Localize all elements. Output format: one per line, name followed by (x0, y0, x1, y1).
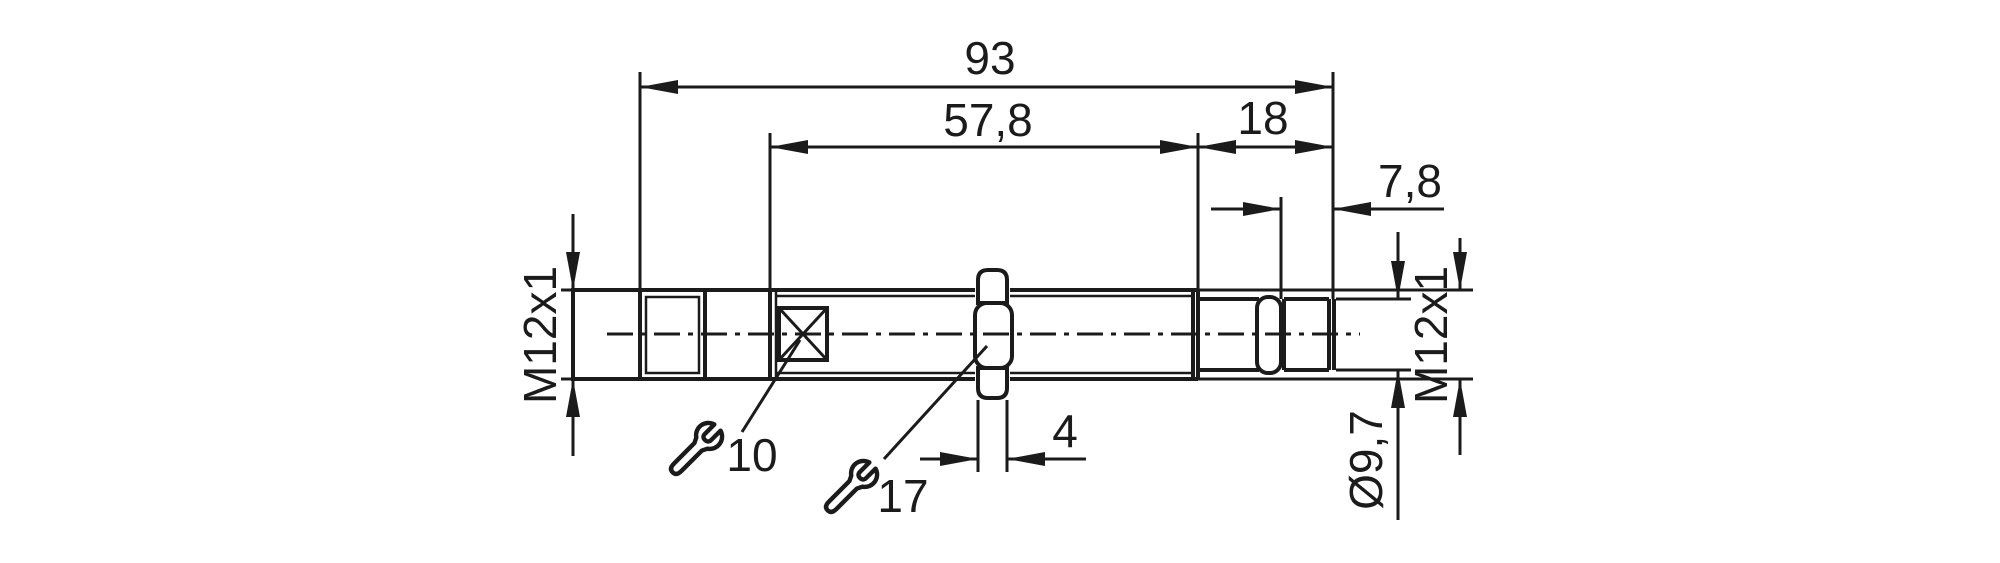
dim-front-thread-label: M12x1 (514, 266, 566, 404)
arrowhead (640, 80, 678, 94)
dim-overall-length: 93 (638, 32, 1335, 299)
dim-overall-length-label: 93 (964, 32, 1015, 84)
arrowhead (940, 452, 978, 466)
wrench-glyph (668, 420, 725, 477)
dim-rear-length: 18 (1196, 92, 1333, 290)
arrowhead (1295, 140, 1333, 154)
wrench-icon (668, 420, 725, 477)
dim-connector-diameter: Ø9,7 (1336, 232, 1411, 520)
wrench-icon (823, 458, 880, 515)
dim-front-thread: M12x1 (514, 214, 601, 456)
hex-nut-bottom-facet (976, 366, 1009, 400)
arrowhead (566, 252, 580, 290)
dim-barrel-length: 57,8 (768, 94, 1198, 290)
wrench-size-10: 10 (668, 339, 802, 481)
dim-barrel-length-label: 57,8 (943, 94, 1033, 146)
dim-nut-width: 4 (920, 400, 1086, 472)
arrowhead (1243, 202, 1281, 216)
arrowhead (1160, 140, 1198, 154)
dim-nut-width-label: 4 (1052, 405, 1078, 457)
arrowhead (1198, 140, 1236, 154)
wrench-size-17-label: 17 (877, 470, 928, 522)
dim-connector-diameter-label: Ø9,7 (1340, 410, 1392, 510)
arrowhead (770, 140, 808, 154)
arrowhead (1007, 452, 1045, 466)
dim-rear-thread-label: M12x1 (1405, 266, 1457, 404)
hex-nut-top-facet (976, 268, 1009, 305)
arrowhead (1391, 370, 1405, 408)
arrowhead (1391, 261, 1405, 299)
arrowhead (1295, 80, 1333, 94)
dim-rear-thread: M12x1 (1197, 238, 1473, 455)
dim-rear-thread-length-label: 7,8 (1378, 155, 1442, 207)
wrench-glyph (823, 458, 880, 515)
leader-line (740, 339, 802, 433)
led-square (777, 306, 829, 362)
leader-line (882, 344, 989, 461)
wrench-size-10-label: 10 (726, 429, 777, 481)
arrowhead (1453, 252, 1467, 290)
dim-rear-thread-length: 7,8 (1211, 155, 1444, 299)
arrowhead (566, 379, 580, 417)
arrowhead (1453, 379, 1467, 417)
wrench-size-17: 17 (823, 344, 989, 522)
arrowhead (1333, 202, 1371, 216)
sensor-body (571, 268, 1336, 400)
dim-rear-length-label: 18 (1237, 92, 1288, 144)
